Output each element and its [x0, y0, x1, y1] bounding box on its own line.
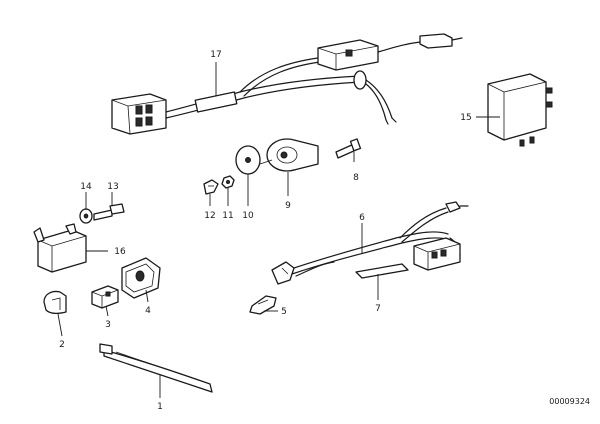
part-14-washer[interactable] [79, 208, 93, 224]
callout-labels: 17 15 8 9 10 11 12 14 13 16 2 3 4 5 7 6 … [59, 50, 472, 412]
part-3-plug[interactable] [91, 285, 119, 309]
callout-1: 1 [157, 402, 163, 412]
callout-14: 14 [80, 182, 92, 192]
diagram-reference-number: 00009324 [549, 397, 590, 406]
callout-3: 3 [105, 320, 111, 330]
callout-2: 2 [59, 340, 65, 350]
part-11-nut[interactable] [221, 175, 235, 189]
callout-17: 17 [210, 50, 221, 60]
part-12-clip[interactable] [203, 179, 219, 195]
part-17-wiring-harness[interactable] [111, 33, 463, 135]
callout-15: 15 [460, 113, 471, 123]
callout-13: 13 [107, 182, 118, 192]
callout-16: 16 [114, 247, 126, 257]
part-7-sleeve[interactable] [355, 263, 409, 279]
part-10-plate[interactable] [235, 145, 273, 175]
callout-12: 12 [204, 211, 215, 221]
leader-lines [57, 62, 500, 398]
callout-7: 7 [375, 304, 381, 314]
part-15-relay[interactable] [487, 73, 553, 147]
callout-11: 11 [222, 211, 233, 221]
callout-8: 8 [353, 173, 359, 183]
callout-6: 6 [359, 213, 365, 223]
part-5-fuse-holder[interactable] [249, 295, 277, 315]
part-9-housing[interactable] [266, 138, 319, 172]
callout-4: 4 [145, 306, 151, 316]
callout-9: 9 [285, 201, 291, 211]
part-8-screw[interactable] [335, 138, 362, 159]
part-16-relay[interactable] [33, 223, 87, 273]
part-1-cable-tie[interactable] [99, 343, 213, 393]
part-2-clip[interactable] [43, 290, 67, 314]
callout-10: 10 [242, 211, 254, 221]
callout-5: 5 [281, 307, 287, 317]
part-13-bolt[interactable] [93, 203, 125, 221]
part-6-wiring-harness[interactable] [271, 201, 469, 285]
part-4-socket[interactable] [121, 257, 161, 299]
